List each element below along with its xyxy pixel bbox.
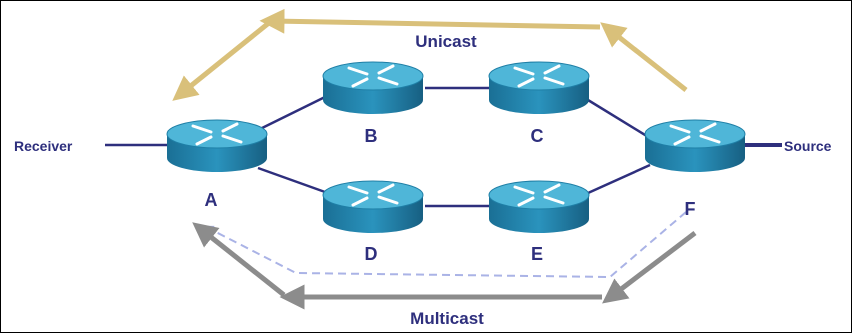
router-f[interactable] [644,119,746,172]
multicast-label: Multicast [410,309,484,328]
router-c[interactable] [488,61,590,114]
router-arrows-icon [191,122,243,146]
multicast-path [192,222,697,310]
link-a-d [257,166,326,194]
router-label-e: E [531,244,543,264]
network-links [105,86,782,208]
router-arrows-icon [347,183,399,207]
router-label-a: A [205,190,218,210]
link-e-f [587,163,651,195]
source-label: Source [784,138,832,154]
multicast-dashed-path [203,211,687,279]
router-arrows-icon [513,183,565,207]
router-label-b: B [365,126,378,146]
router-arrows-icon [669,122,721,146]
router-d[interactable] [322,180,424,233]
router-arrows-icon [347,64,399,88]
link-a-b [257,95,326,132]
router-label-c: C [531,126,544,146]
router-label-f: F [685,199,696,219]
router-a[interactable] [166,119,268,172]
router-arrows-icon [513,64,565,88]
receiver-label: Receiver [14,138,73,154]
router-b[interactable] [322,61,424,114]
unicast-label: Unicast [415,32,477,51]
router-e[interactable] [488,180,590,233]
link-c-f [587,98,651,140]
unicast-path [172,8,688,101]
router-label-d: D [365,244,378,264]
